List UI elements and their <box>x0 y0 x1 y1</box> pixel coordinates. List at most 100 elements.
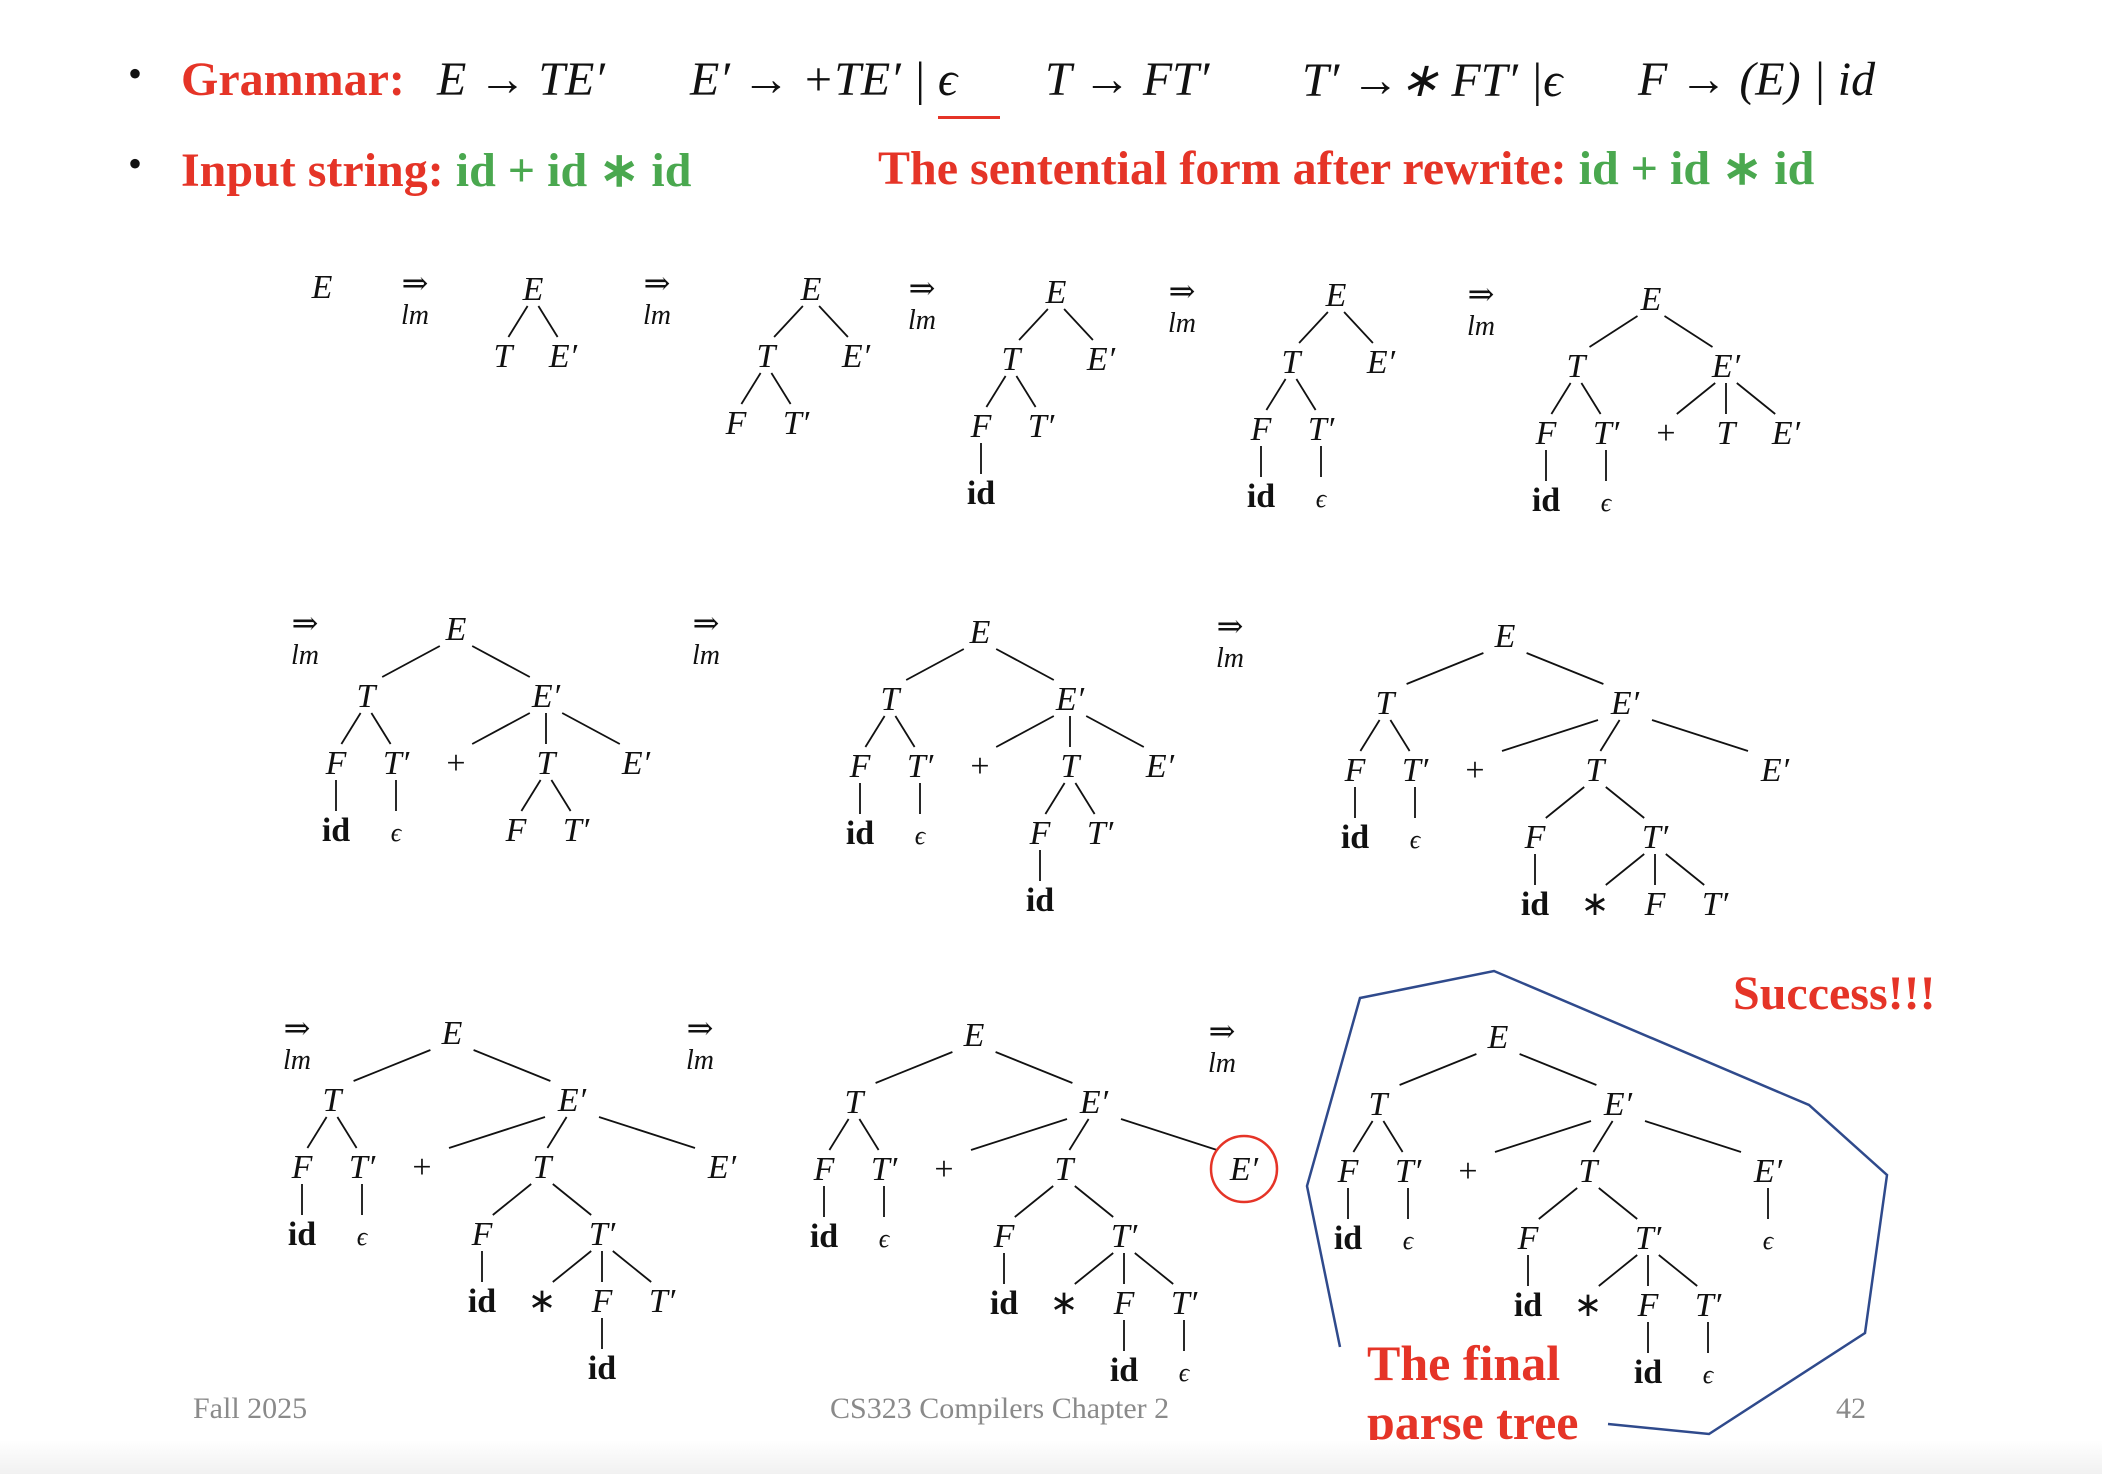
tree-node-E-prime: E′ <box>1711 348 1741 385</box>
derives-arrow-icon: ⇒ <box>1217 607 1244 645</box>
tree-node-F: F <box>471 1216 494 1253</box>
tree-node-T-prime: T′ <box>1593 415 1620 452</box>
derives-arrow-icon: ⇒ <box>402 264 429 302</box>
tree-node-F: F <box>1029 815 1052 852</box>
tree-node-plus: + <box>446 745 465 782</box>
tree-edge <box>1605 853 1645 886</box>
tree-node-F: F <box>813 1151 836 1188</box>
tree-edge <box>1063 308 1094 341</box>
tree-node-plus: + <box>1458 1153 1477 1190</box>
tree-edge <box>864 715 886 748</box>
input-value: id + id ∗ id <box>455 144 692 197</box>
tree-edge <box>995 1051 1073 1084</box>
tree-node-id: id <box>468 1283 496 1320</box>
tree-edge <box>1538 1187 1578 1220</box>
tree-edge <box>1545 786 1585 819</box>
tree-node-F: F <box>325 745 348 782</box>
tree-node-E-prime: E′ <box>1366 344 1396 381</box>
tree-edge <box>1651 719 1749 752</box>
leftmost-subscript: lm <box>643 300 671 331</box>
bottom-edge <box>0 1440 2102 1474</box>
tree-node-T: T <box>533 1149 554 1186</box>
tree-edge <box>1519 1053 1597 1086</box>
derives-arrow-icon: ⇒ <box>1209 1012 1236 1050</box>
tree-edge <box>894 715 916 748</box>
tree-node-T-prime: T′ <box>1087 815 1114 852</box>
derives-arrow-icon: ⇒ <box>693 604 720 642</box>
tree-node-T-prime: T′ <box>349 1149 376 1186</box>
tree-edge <box>1134 1252 1174 1285</box>
production-3: T → FT′ <box>1045 53 1210 106</box>
tree-node-E-prime: E′ <box>557 1082 587 1119</box>
tree-node-F: F <box>1517 1220 1540 1257</box>
tree-edge <box>1015 375 1037 408</box>
tree-node-F: F <box>505 812 528 849</box>
tree-edge <box>1605 786 1645 819</box>
tree-node-epsilon: ϵ <box>357 1222 369 1251</box>
tree-node-star: ∗ <box>528 1283 557 1320</box>
tree-node-epsilon: ϵ <box>1763 1226 1775 1255</box>
tree-node-T: T <box>1586 752 1607 789</box>
tree-edge <box>1044 782 1066 815</box>
tree-node-epsilon: ϵ <box>1179 1358 1191 1387</box>
tree-edge <box>353 1049 431 1082</box>
tree-node-E-prime: E′ <box>1229 1151 1259 1188</box>
tree-node-T: T <box>1061 748 1082 785</box>
tree-edge <box>1664 315 1713 348</box>
tree-edge <box>336 1116 358 1149</box>
tree-edge <box>1599 719 1621 752</box>
tree-node-F: F <box>1344 752 1367 789</box>
tree-edge <box>340 712 362 745</box>
production-2: E′ → +TE′ | ϵ <box>690 53 958 106</box>
tree-node-id: id <box>1334 1220 1362 1257</box>
tree-node-plus: + <box>1656 415 1675 452</box>
tree-edge <box>1359 719 1381 752</box>
leftmost-subscript: lm <box>1216 643 1244 674</box>
tree-node-id: id <box>1514 1287 1542 1324</box>
tree-node-plus: + <box>1465 752 1484 789</box>
tree-edge <box>1120 1118 1218 1151</box>
tree-node-E-prime: E′ <box>1603 1086 1633 1123</box>
tree-edge <box>828 1118 850 1151</box>
tree-node-E-prime: E′ <box>707 1149 737 1186</box>
tree-edge <box>1399 1053 1477 1086</box>
tree-edge <box>1074 1252 1114 1285</box>
tree-node-T-prime: T′ <box>383 745 410 782</box>
tree-node-epsilon: ϵ <box>915 821 927 850</box>
final-tree-label-1: The final <box>1367 1335 1561 1391</box>
tree-edge <box>818 305 849 338</box>
tree-node-F: F <box>1644 886 1667 923</box>
tree-node-id: id <box>1532 482 1560 519</box>
tree-node-E: E <box>1325 277 1347 314</box>
tree-node-E: E <box>963 1017 985 1054</box>
tree-edge <box>1265 378 1287 411</box>
tree-edge <box>985 375 1007 408</box>
tree-node-E-prime: E′ <box>1086 341 1116 378</box>
derives-arrow-icon: ⇒ <box>644 264 671 302</box>
tree-edge <box>1501 719 1599 752</box>
epsilon-underline <box>938 116 1000 119</box>
tree-edge <box>1074 1185 1114 1218</box>
tree-edge <box>492 1183 532 1216</box>
tree-node-T-prime: T′ <box>871 1151 898 1188</box>
tree-node-id: id <box>846 815 874 852</box>
bullet-grammar: • <box>128 51 143 96</box>
tree-edge <box>561 712 621 745</box>
tree-node-epsilon: ϵ <box>879 1224 891 1253</box>
tree-edge <box>995 715 1055 748</box>
tree-edge <box>1494 1120 1592 1153</box>
tree-node-E-prime: E′ <box>531 678 561 715</box>
tree-edge <box>552 1183 592 1216</box>
tree-node-id: id <box>967 475 995 512</box>
tree-node-T: T <box>881 681 902 718</box>
tree-node-T: T <box>1376 685 1397 722</box>
footer-term: Fall 2025 <box>193 1392 308 1425</box>
tree-node-epsilon: ϵ <box>1703 1360 1715 1389</box>
tree-node-T-prime: T′ <box>1642 819 1669 856</box>
tree-edge <box>995 648 1055 681</box>
tree-node-T: T <box>1579 1153 1600 1190</box>
tree-node-plus: + <box>970 748 989 785</box>
tree-node-id: id <box>322 812 350 849</box>
tree-edge <box>1014 1185 1054 1218</box>
